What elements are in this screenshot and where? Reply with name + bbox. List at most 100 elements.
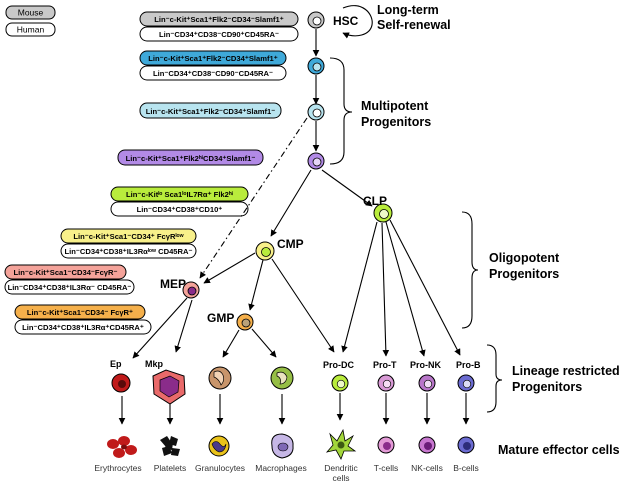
mpp2-mouse-box bbox=[139, 102, 282, 119]
arrow-clp-prodc bbox=[341, 221, 378, 353]
clp-name: CLP bbox=[363, 194, 387, 208]
legend-mouse-label: Mouse bbox=[18, 8, 44, 18]
arrow-mep-mkp bbox=[174, 299, 193, 353]
erythrocytes-label: Erythrocytes bbox=[94, 463, 141, 473]
cmp-human-markers: Lin⁻CD34⁺CD38⁺IL3Rαˡᵒʷ CD45RA⁻ bbox=[64, 247, 192, 256]
group-braces bbox=[329, 57, 503, 413]
gmp-human-markers: Lin⁻CD34⁺CD38⁺IL3Rα⁺CD45RA⁺ bbox=[22, 323, 144, 332]
prodc-cell bbox=[331, 374, 349, 392]
hsc-human-box bbox=[139, 26, 299, 42]
oligopotent-brace bbox=[461, 211, 479, 329]
hsc-name: HSC bbox=[333, 14, 359, 28]
group-labels: HSC Long-term Self-renewal Multipotent P… bbox=[333, 3, 620, 457]
clp-human-box bbox=[110, 201, 249, 217]
gmp-cell bbox=[236, 313, 254, 331]
mep-human-box bbox=[4, 279, 135, 295]
gmp-mouse-box bbox=[14, 304, 146, 320]
clp-mouse-markers: Lin⁻c-Kitˡᵒ Sca1ˡᵒIL7Rα⁺ Flk2ʰⁱ bbox=[126, 189, 234, 199]
platelets-label: Platelets bbox=[154, 463, 187, 473]
mep-human-markers: Lin⁻CD34⁺CD38⁺IL3Rα⁻ CD45RA⁻ bbox=[8, 283, 132, 292]
mpp3-mouse-markers: Lin⁻c-Kit⁺Sca1⁺Flk2ʰⁱCD34⁺Slamf1⁻ bbox=[126, 153, 256, 163]
legend-human-swatch bbox=[5, 22, 56, 37]
pronk-name: Pro-NK bbox=[410, 360, 441, 370]
erythrocytes-icon bbox=[107, 436, 137, 458]
hsc-mouse-box bbox=[139, 11, 299, 27]
prob-name: Pro-B bbox=[456, 360, 481, 370]
arrow-mpp2-mep-dashed bbox=[199, 117, 308, 279]
multipotent-line1: Multipotent bbox=[361, 99, 429, 113]
self-renewal-line2: Self-renewal bbox=[377, 18, 451, 32]
macrophages-label: Macrophages bbox=[255, 463, 307, 473]
granulocytes-label: Granulocytes bbox=[195, 463, 245, 473]
prodc-name: Pro-DC bbox=[323, 360, 354, 370]
multipotent-line2: Progenitors bbox=[361, 115, 431, 129]
hsc-mouse-markers: Lin⁻c-Kit⁺Sca1⁺Flk2⁻CD34⁻Slamf1⁺ bbox=[154, 15, 284, 24]
mpp1-human-markers: Lin⁻CD34⁺CD38⁻CD90⁻CD45RA⁻ bbox=[153, 69, 273, 78]
hsc-cell bbox=[307, 11, 325, 29]
nkcells-label: NK-cells bbox=[411, 463, 443, 473]
pronk-cell bbox=[418, 374, 436, 392]
clp-mouse-box bbox=[110, 186, 249, 202]
restricted-progenitors: Ep Mkp Pro-DC Pro-T Pro-NK bbox=[110, 359, 481, 405]
mature-cells: Erythrocytes Platelets Granulocytes Macr… bbox=[94, 428, 479, 483]
lineage-arrows bbox=[118, 5, 470, 425]
gmp-mouse-markers: Lin⁻c-Kit⁺Sca1⁻CD34⁻ FcγR⁺ bbox=[27, 308, 133, 317]
ep-cell bbox=[111, 373, 131, 393]
arrow-clp-pronk bbox=[385, 221, 426, 357]
cmp-name: CMP bbox=[277, 237, 304, 251]
prot-cell bbox=[377, 374, 395, 392]
arrow-cmp-prodc bbox=[271, 258, 335, 353]
self-renewal-line1: Long-term bbox=[377, 3, 439, 17]
mpp3-mouse-box bbox=[117, 149, 264, 166]
clp-human-markers: Lin⁻CD34⁺CD38⁺CD10⁺ bbox=[137, 205, 223, 214]
arrow-mpp3-cmp bbox=[270, 169, 312, 237]
clp-cell bbox=[373, 203, 393, 223]
arrow-mep-ep bbox=[132, 297, 188, 359]
legend-mouse-swatch bbox=[5, 5, 56, 20]
lineage-line2: Progenitors bbox=[512, 380, 582, 394]
dendritic-label-line1: Dendritic bbox=[324, 463, 358, 473]
mep-mouse-markers: Lin⁻c-Kit⁺Sca1⁻CD34⁻FcγR⁻ bbox=[13, 268, 117, 277]
tcells-label: T-cells bbox=[374, 463, 399, 473]
mep-cell bbox=[182, 281, 200, 299]
arrow-gmp-granulocyte bbox=[222, 329, 240, 358]
mpp2-cell bbox=[307, 103, 325, 121]
oligopotent-line2: Progenitors bbox=[489, 267, 559, 281]
granulocyte-progenitor-cell bbox=[208, 366, 232, 390]
mpp2-mouse-markers: Lin⁻c-Kit⁺Sca1⁺Flk2⁻CD34⁺Slamf1⁻ bbox=[146, 107, 276, 116]
mep-name: MEP bbox=[160, 277, 186, 291]
platelets-icon bbox=[160, 436, 180, 456]
legend: Mouse Human bbox=[5, 5, 56, 37]
mature-cells-label: Mature effector cells bbox=[498, 443, 620, 457]
dendritic-cells-icon bbox=[325, 428, 357, 460]
bcells-icon bbox=[457, 436, 475, 454]
nkcells-icon bbox=[418, 436, 436, 454]
multipotent-brace bbox=[329, 57, 353, 165]
dendritic-label-line2: cells bbox=[332, 473, 349, 483]
gmp-name: GMP bbox=[207, 311, 234, 325]
mpp1-mouse-markers: Lin⁻c-Kit⁺Sca1⁺Flk2⁻CD34⁺Slamf1⁺ bbox=[148, 54, 278, 63]
macrophage-progenitor-cell bbox=[270, 366, 294, 390]
cmp-human-box bbox=[60, 243, 197, 259]
cmp-mouse-box bbox=[60, 228, 197, 244]
arrow-clp-prot bbox=[381, 222, 390, 357]
legend-human-label: Human bbox=[17, 25, 45, 35]
granulocytes-icon bbox=[208, 435, 230, 457]
prot-name: Pro-T bbox=[373, 360, 397, 370]
mpp1-cell bbox=[307, 57, 325, 75]
lineage-brace bbox=[486, 344, 503, 413]
cmp-cell bbox=[255, 241, 275, 261]
arrow-gmp-macrophage bbox=[251, 328, 277, 358]
ep-name: Ep bbox=[110, 359, 122, 369]
mpp3-cell bbox=[307, 152, 325, 170]
oligopotent-line1: Oligopotent bbox=[489, 251, 560, 265]
marker-boxes: Lin⁻c-Kit⁺Sca1⁺Flk2⁻CD34⁻Slamf1⁺ Lin⁻CD3… bbox=[4, 11, 299, 335]
arrow-cmp-gmp bbox=[248, 259, 264, 311]
mep-mouse-box bbox=[4, 264, 127, 280]
gmp-human-box bbox=[14, 319, 152, 335]
prob-cell bbox=[457, 374, 475, 392]
arrow-mpp3-clp bbox=[321, 169, 373, 207]
mpp1-mouse-box bbox=[139, 50, 287, 66]
arrow-clp-prob bbox=[389, 219, 461, 356]
